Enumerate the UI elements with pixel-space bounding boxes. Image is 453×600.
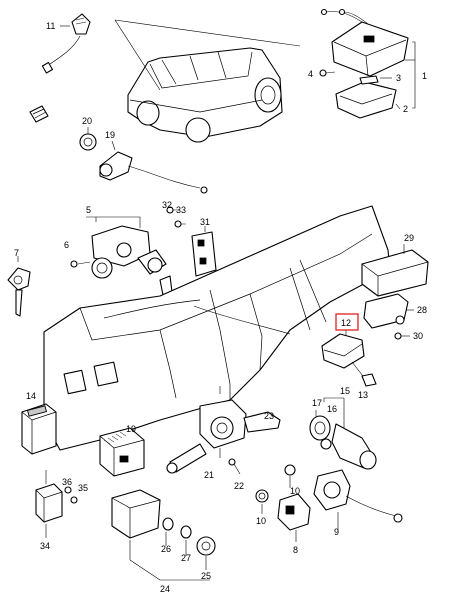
- callout-13: 13: [358, 390, 368, 400]
- callout-23: 23: [264, 411, 274, 421]
- callout-19: 19: [105, 130, 115, 140]
- callout-30: 30: [413, 331, 423, 341]
- relay-34: [35, 470, 78, 538]
- callout-12: 12: [341, 318, 351, 328]
- callout-11: 11: [46, 21, 55, 31]
- callout-20: 20: [82, 116, 92, 126]
- callout-35: 35: [78, 483, 88, 493]
- highlight-box-12: [335, 313, 359, 331]
- callout-14: 14: [26, 391, 36, 401]
- bulb-socket-part: [41, 13, 91, 74]
- module-24: [111, 489, 216, 581]
- callout-10b: 10: [256, 516, 266, 526]
- callout-8: 8: [293, 545, 298, 555]
- callout-21: 21: [204, 470, 214, 480]
- callout-25: 25: [201, 571, 211, 581]
- callout-32: 32: [162, 200, 172, 210]
- switch-part-8: [255, 489, 311, 542]
- callout-16: 16: [327, 404, 337, 414]
- callout-15: 15: [340, 386, 350, 396]
- callout-9: 9: [334, 527, 339, 537]
- bracket-31: [166, 206, 217, 277]
- sensor-assembly-12: [321, 330, 377, 387]
- callout-7: 7: [14, 248, 19, 258]
- callout-3: 3: [396, 73, 401, 83]
- switch-parts-20-19: [79, 127, 208, 194]
- callout-4: 4: [308, 69, 313, 79]
- combination-switch-21: [166, 386, 281, 475]
- control-module-assembly: [319, 8, 416, 119]
- callout-24: 24: [160, 584, 170, 594]
- callout-33: 33: [176, 205, 186, 215]
- callout-2: 2: [403, 104, 408, 114]
- connector-plug-left: [29, 105, 49, 123]
- callout-1: 1: [422, 71, 427, 81]
- relay-box-14: [21, 403, 57, 455]
- callout-5: 5: [86, 205, 91, 215]
- glovebox-parts: [361, 244, 429, 340]
- callout-17: 17: [312, 398, 322, 408]
- callout-22: 22: [234, 481, 244, 491]
- instrument-panel: [43, 205, 391, 451]
- key-cylinder-15: [309, 397, 377, 470]
- callout-34: 34: [40, 541, 50, 551]
- callout-labels: 11 1 3 2 4 20 19 5 32 33 31 6 7 29 28 30…: [14, 21, 427, 594]
- callout-26: 26: [161, 544, 171, 554]
- callout-27: 27: [181, 553, 191, 563]
- vehicle-illustration: [114, 19, 301, 143]
- callout-29: 29: [404, 233, 414, 243]
- callout-36: 36: [62, 477, 72, 487]
- callout-6: 6: [64, 240, 69, 250]
- callout-10a: 10: [290, 486, 300, 496]
- callout-18: 19: [126, 424, 136, 434]
- callout-28: 28: [417, 305, 427, 315]
- key-part: [7, 256, 31, 317]
- callout-31: 31: [200, 217, 210, 227]
- hazard-switch-23: [99, 427, 145, 477]
- switch-part-9: [284, 464, 403, 530]
